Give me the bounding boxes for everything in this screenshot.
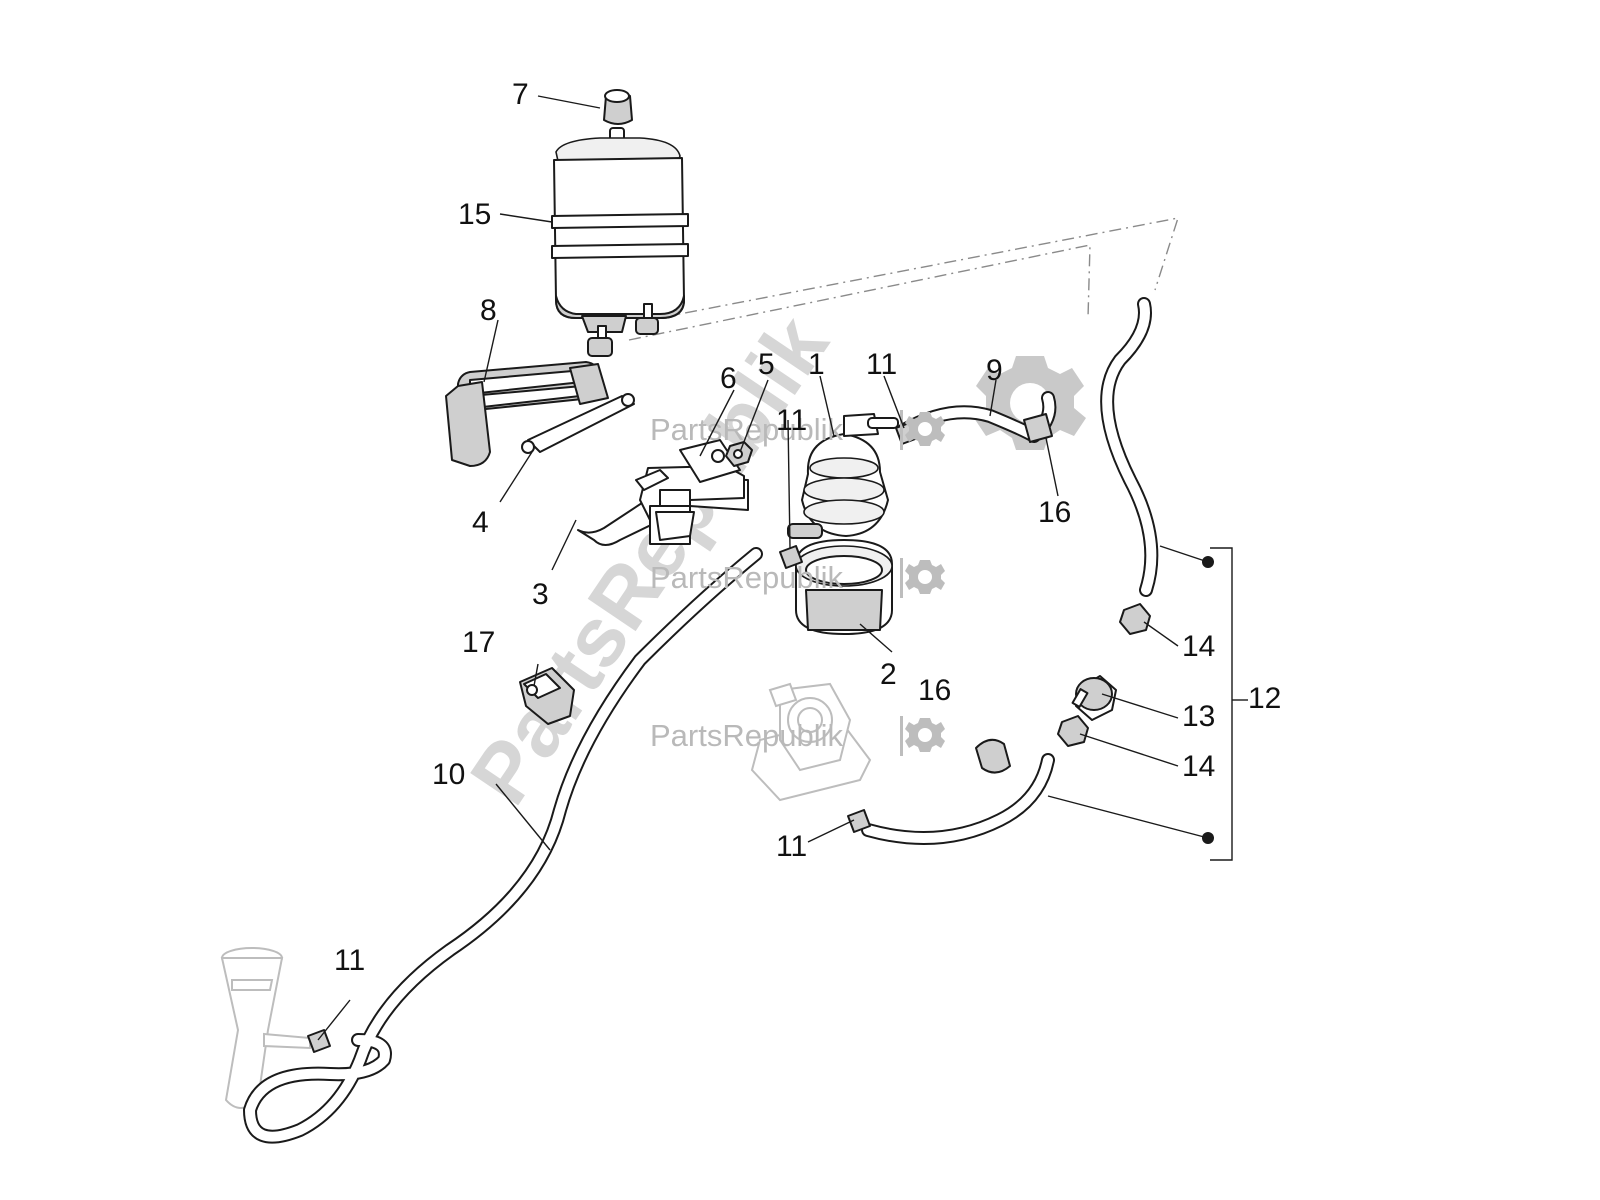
callout-1: 1 (808, 348, 825, 381)
gear-icon (905, 718, 945, 752)
watermark-small-2: PartsRepublik (650, 558, 945, 598)
callout-14-bottom: 14 (1182, 750, 1215, 783)
callout-6: 6 (720, 362, 737, 395)
part-14-fitting-lower (1057, 715, 1089, 747)
callout-17: 17 (462, 626, 495, 659)
callout-15: 15 (458, 198, 491, 231)
part-7-cap (603, 89, 633, 125)
callout-16-bottom: 16 (918, 674, 951, 707)
part-15-canister (551, 127, 689, 357)
callout-11-top: 11 (866, 348, 897, 381)
intake-duct-ghost (220, 947, 311, 1109)
callout-13: 13 (1182, 700, 1215, 733)
callout-9: 9 (986, 354, 1003, 387)
part-16-clip-lower (975, 738, 1011, 774)
part-13-valve (1071, 675, 1117, 721)
part-12-hose-upper (1100, 297, 1159, 597)
part-11-clamp-c (847, 809, 871, 833)
watermark-small-1: PartsRepublik (650, 410, 945, 450)
part-4-band (521, 393, 635, 454)
part-2-ring (795, 539, 893, 635)
callout-4: 4 (472, 506, 489, 539)
callout-11-mid: 11 (776, 404, 807, 437)
callout-12: 12 (1248, 682, 1281, 715)
gear-icon (905, 560, 945, 594)
callouts: 7 15 8 4 3 6 5 1 11 11 9 16 2 17 16 10 1… (334, 78, 1281, 977)
gear-icon (905, 412, 945, 446)
routing-lines (628, 217, 1180, 341)
callout-3: 3 (532, 578, 549, 611)
part-1-filter (787, 413, 899, 539)
part-14-fitting-upper (1119, 603, 1151, 635)
callout-7: 7 (512, 78, 529, 111)
callout-11-duct: 11 (334, 944, 365, 977)
watermark-small-1-text: PartsRepublik (650, 412, 843, 447)
watermark-small-3-text: PartsRepublik (650, 718, 843, 753)
callout-2: 2 (880, 658, 897, 691)
part-16-clip-upper (1023, 413, 1053, 443)
part-11-clamp-d (307, 1029, 331, 1053)
callout-16-top: 16 (1038, 496, 1071, 529)
part-8-strap (445, 361, 609, 467)
callout-8: 8 (480, 294, 497, 327)
callout-11-low: 11 (776, 830, 807, 863)
watermark-small-3: PartsRepublik (650, 716, 945, 756)
callout-10: 10 (432, 758, 465, 791)
part-17-connector (519, 667, 575, 725)
leader-lines (317, 95, 1248, 1041)
callout-14-top: 14 (1182, 630, 1215, 663)
part-12-hose-lower (861, 753, 1055, 845)
callout-5: 5 (758, 348, 775, 381)
part-10-hose (243, 547, 763, 1144)
watermark-small-2-text: PartsRepublik (650, 560, 843, 595)
part-11-clamp-b (779, 545, 803, 569)
throttle-body-ghost (750, 682, 872, 802)
